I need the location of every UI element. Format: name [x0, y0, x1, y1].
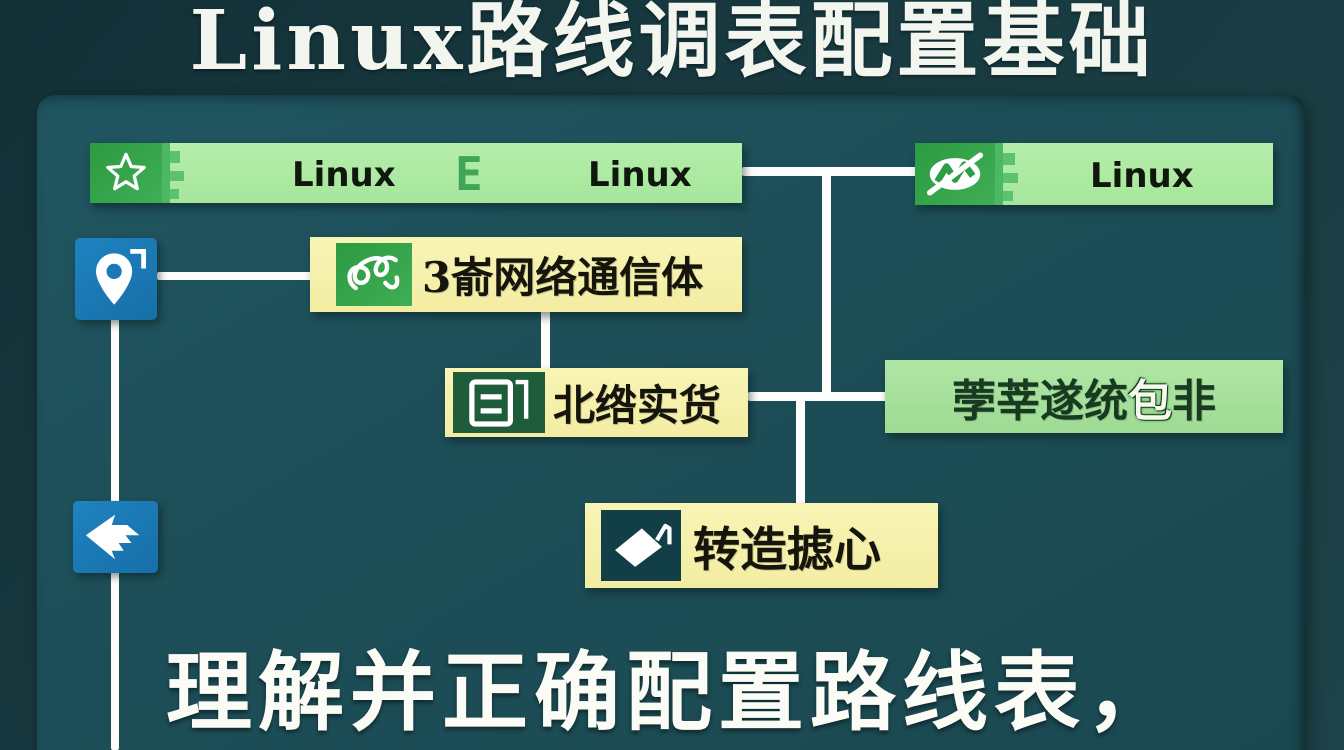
node-bar-right: Linux [915, 143, 1273, 205]
footer-caption: 理解并正确配置路线表， [166, 642, 1178, 743]
connector-packet-to-system [748, 392, 892, 401]
bar-left-label-a: Linux [292, 155, 396, 195]
network-label: 3嵛网络通信体 [422, 253, 704, 302]
connector-down-to-forward [796, 392, 805, 507]
bar-right-label: Linux [1090, 156, 1194, 196]
packet-label: 北绺实货 [553, 381, 722, 430]
book-send-icon [615, 523, 672, 567]
torn-edge-decoration [162, 143, 184, 203]
node-bar-left: Linux E Linux [90, 143, 742, 203]
node-system: 荸莘遂统包非 [885, 360, 1283, 433]
star-icon-square [90, 143, 162, 203]
connector-vertical-right [822, 167, 831, 401]
star-icon [106, 152, 146, 191]
crossed-eye-icon [926, 152, 984, 196]
torn-edge-decoration [995, 143, 1018, 205]
connector-pin-to-network [157, 272, 312, 280]
forward-label: 转造摅心 [693, 523, 881, 578]
crossed-eye-icon-square [915, 143, 995, 205]
book-send-icon-square [601, 510, 681, 581]
route-squiggle-icon [347, 255, 400, 290]
page-title: Linux路线调表配置基础 [189, 0, 1155, 89]
node-packet: 北绺实货 [445, 368, 748, 437]
system-label-prefix: 荸莘遂统 [952, 375, 1128, 427]
node-forward: 转造摅心 [585, 503, 938, 588]
connector-network-to-packet [541, 310, 550, 370]
document-icon [469, 378, 529, 427]
node-network: 3嵛网络通信体 [310, 237, 742, 312]
left-arrow-icon [85, 514, 139, 560]
location-pin-icon [96, 249, 146, 305]
system-label-suffix: 非 [1172, 375, 1216, 427]
left-arrow-icon-square [73, 501, 158, 573]
divider-e-glyph: E [455, 147, 483, 201]
document-icon-square [453, 372, 545, 433]
bar-left-label-b: Linux [588, 155, 692, 195]
location-pin-icon-square [75, 238, 157, 320]
system-label-highlight: 包 [1128, 375, 1172, 427]
route-squiggle-icon-square [336, 243, 412, 306]
